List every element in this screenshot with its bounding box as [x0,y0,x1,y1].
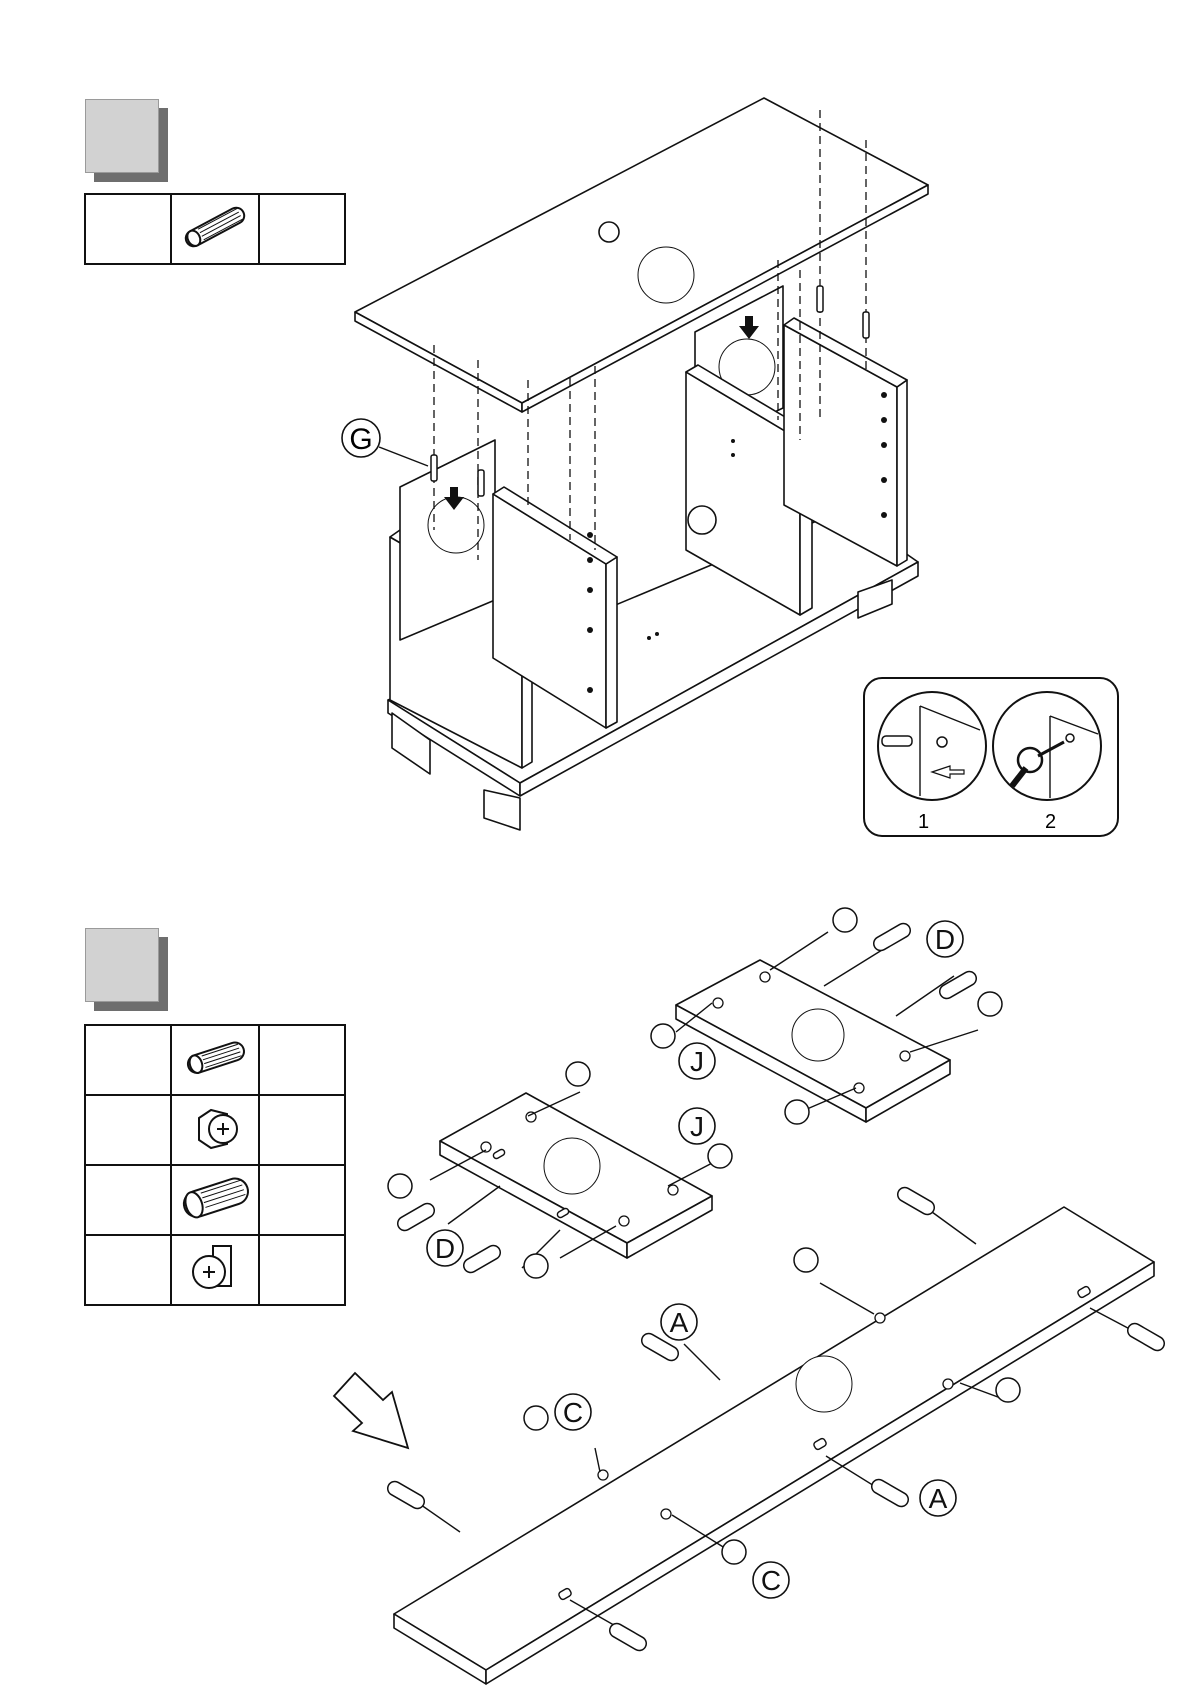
inset-step-2-label: 2 [1045,811,1056,833]
label-j-1: J [690,1046,704,1077]
label-a-2: A [929,1483,948,1514]
label-j-2: J [690,1111,704,1142]
inset-step-1-label: 1 [918,811,929,833]
label-d-2: D [435,1233,455,1264]
label-g: G [349,423,372,456]
label-a-1: A [670,1307,689,1338]
cam-tightening-inset: 1 2 [862,676,1120,840]
shelf-assembly-diagram: D J J D A C A C [0,880,1192,1685]
label-c-2: C [761,1565,781,1596]
label-c-1: C [563,1397,583,1428]
label-d-1: D [935,924,955,955]
